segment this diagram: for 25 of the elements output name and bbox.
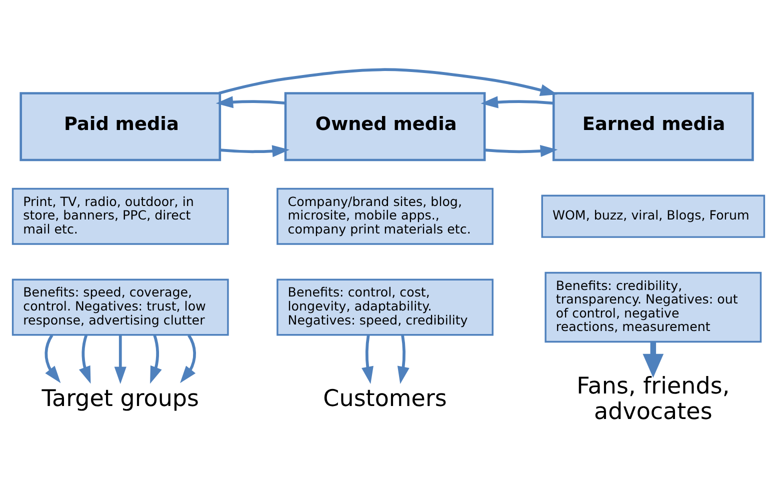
node-box: Benefits: credibility, transparency. Negatives: out of control, negative reactions, measurement	[544, 272, 762, 343]
arrow	[397, 334, 410, 384]
arrow	[114, 335, 126, 384]
node-box: Earned media	[552, 92, 754, 162]
arrow	[220, 145, 290, 158]
node-box: Benefits: control, cost, longevity, adaptability. Negatives: speed, credibility	[276, 278, 494, 336]
arrow	[180, 334, 196, 384]
node-box: Company/brand sites, blog, microsite, mobile apps., company print materials etc.	[276, 188, 494, 245]
arrow	[362, 335, 374, 384]
arrow	[480, 96, 554, 108]
node-box: Paid media	[20, 92, 222, 162]
node-text: Fans, friends, advocates	[576, 374, 730, 425]
node-text: Customers	[323, 386, 447, 412]
node-box: Owned media	[284, 92, 486, 162]
node-box: Print, TV, radio, outdoor, in store, banners, PPC, direct mail etc.	[12, 188, 229, 245]
arrow	[44, 334, 61, 384]
node-box: WOM, buzz, viral, Blogs, Forum	[541, 194, 766, 238]
arrow	[78, 334, 91, 384]
node-box: Benefits: speed, coverage, control. Negatives: trust, low response, advertising clutter	[12, 278, 229, 336]
arrow	[150, 334, 162, 384]
node-text: Target groups	[42, 386, 199, 412]
arrow	[216, 96, 286, 108]
arrow	[484, 144, 558, 158]
arrow	[642, 342, 664, 378]
arrow	[218, 68, 558, 96]
